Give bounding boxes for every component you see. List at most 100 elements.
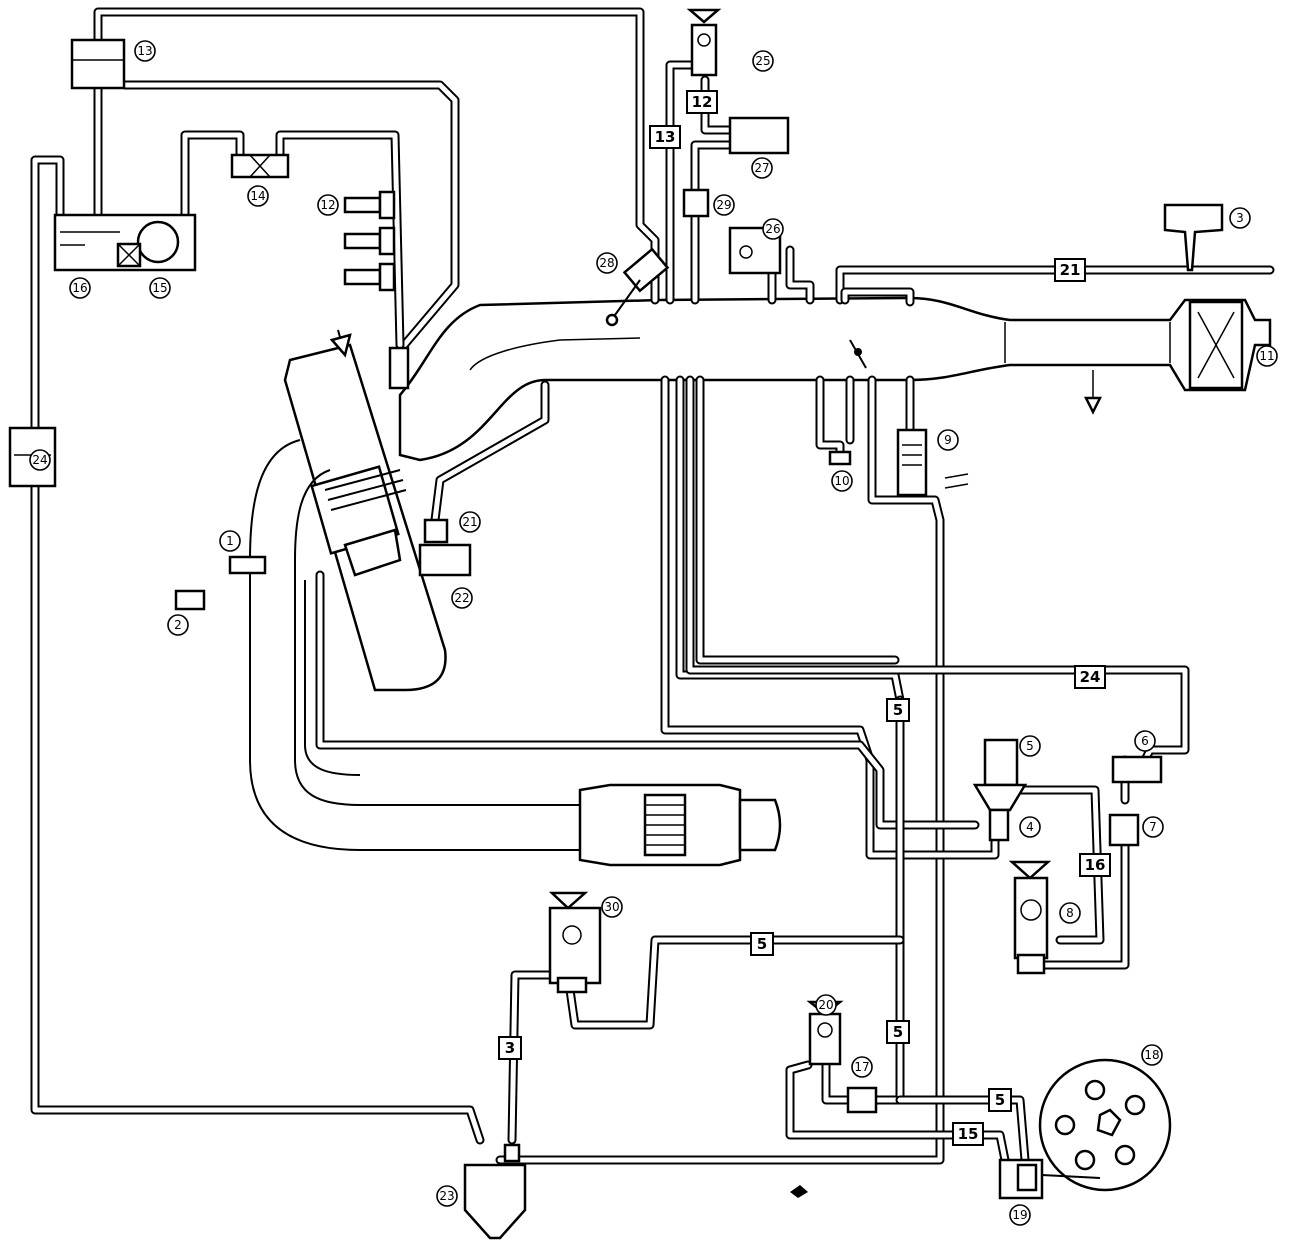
hose-label-number: 16 <box>1085 856 1106 874</box>
control-valve-8 <box>1008 860 1052 975</box>
hose-label-number: 5 <box>995 1091 1005 1109</box>
callout-number: 27 <box>754 161 769 175</box>
callout-circle <box>751 157 773 179</box>
filter-7 <box>1108 813 1140 847</box>
callout-number: 20 <box>818 998 833 1012</box>
callout-number: 11 <box>1259 349 1274 363</box>
callout-circle <box>851 1056 873 1078</box>
callout-circle <box>1229 207 1251 229</box>
callout-13: 13 <box>134 40 156 62</box>
callout-number: 3 <box>1236 211 1244 225</box>
callout-23: 23 <box>436 1185 458 1207</box>
hose-label-3: 3 <box>498 1036 522 1060</box>
filter-17 <box>846 1086 878 1114</box>
callout-22: 22 <box>451 587 473 609</box>
callout-3: 3 <box>1229 207 1251 229</box>
canister-27 <box>728 116 790 155</box>
callout-number: 4 <box>1026 820 1034 834</box>
fuel-filter <box>230 153 290 179</box>
hose-label-box <box>686 90 718 114</box>
callout-1: 1 <box>219 530 241 552</box>
hose-label-12: 12 <box>686 90 718 114</box>
callout-circle <box>713 194 735 216</box>
callout-number: 26 <box>765 222 780 236</box>
callout-circle <box>937 429 959 451</box>
engine-cylinder <box>283 329 447 692</box>
callout-number: 15 <box>152 281 167 295</box>
hose-label-number: 13 <box>655 128 676 146</box>
callout-number: 17 <box>854 1060 869 1074</box>
callout-number: 1 <box>226 534 234 548</box>
callout-circle <box>831 470 853 492</box>
callout-2: 2 <box>167 614 189 636</box>
fuel-tank <box>53 213 197 272</box>
callout-14: 14 <box>247 185 269 207</box>
callout-circle <box>459 511 481 533</box>
hose-label-number: 15 <box>958 1125 979 1143</box>
hose-label-24: 24 <box>1074 665 1106 689</box>
hose-label-number: 5 <box>757 935 767 953</box>
callout-number: 21 <box>462 515 477 529</box>
callout-number: 6 <box>1141 734 1149 748</box>
callout-circle <box>1019 735 1041 757</box>
callout-24: 24 <box>29 449 51 471</box>
callout-circle <box>815 994 837 1016</box>
callout-number: 19 <box>1012 1208 1027 1222</box>
callout-number: 30 <box>604 900 619 914</box>
hose-label-box <box>649 125 681 149</box>
intake-manifold <box>398 296 1272 462</box>
callout-10: 10 <box>831 470 853 492</box>
callout-number: 29 <box>716 198 731 212</box>
callout-number: 16 <box>72 281 87 295</box>
callout-circle <box>436 1185 458 1207</box>
callout-circle <box>1142 816 1164 838</box>
callout-circle <box>69 277 91 299</box>
check-valve-29 <box>682 188 710 218</box>
callout-circle <box>149 277 171 299</box>
callout-circle <box>247 185 269 207</box>
callout-number: 23 <box>439 1189 454 1203</box>
callout-circle <box>1019 816 1041 838</box>
oxygen-sensor <box>174 589 206 611</box>
hose-label-box <box>952 1122 984 1146</box>
callout-circle <box>762 218 784 240</box>
callout-circle <box>1256 345 1278 367</box>
hose-label-box <box>1054 258 1086 282</box>
callout-25: 25 <box>752 50 774 72</box>
hose-label-box <box>750 932 774 956</box>
callout-26: 26 <box>762 218 784 240</box>
hose-label-box <box>988 1088 1012 1112</box>
bypass-valve-22 <box>418 518 472 577</box>
callout-number: 13 <box>137 44 152 58</box>
hose-label-box <box>498 1036 522 1060</box>
marker-small <box>790 1185 808 1198</box>
hose-label-box <box>1079 853 1111 877</box>
air-cleaner <box>1188 300 1244 390</box>
valve-28 <box>605 247 670 327</box>
hose-label-5: 5 <box>988 1088 1012 1112</box>
outlet-arrow <box>1083 370 1103 415</box>
callout-17: 17 <box>851 1056 873 1078</box>
callout-6: 6 <box>1134 730 1156 752</box>
callout-circle <box>317 194 339 216</box>
callout-circle <box>1059 902 1081 924</box>
control-valve-25 <box>686 8 722 77</box>
callout-circle <box>167 614 189 636</box>
callout-number: 2 <box>174 618 182 632</box>
idle-air-valve-10 <box>828 450 852 466</box>
exhaust-pipe <box>249 439 580 851</box>
callout-9: 9 <box>937 429 959 451</box>
hose-label-box <box>1074 665 1106 689</box>
solenoid-9 <box>896 428 969 497</box>
hose-label-number: 21 <box>1060 261 1081 279</box>
charcoal-canister-23 <box>463 1143 527 1240</box>
coolant-sensor <box>228 555 267 575</box>
callout-circle <box>451 587 473 609</box>
callout-28: 28 <box>596 252 618 274</box>
callout-circle <box>219 530 241 552</box>
hose-label-5: 5 <box>750 932 774 956</box>
vacuum-valve-6 <box>1111 755 1163 784</box>
